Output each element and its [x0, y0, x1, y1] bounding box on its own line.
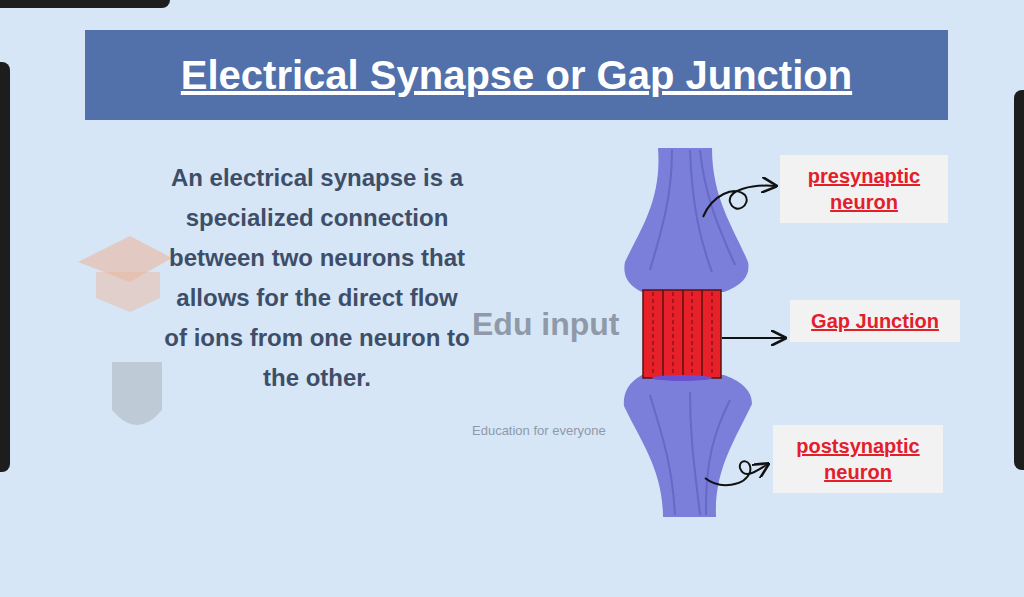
- watermark: Education for everyone: [472, 423, 620, 439]
- title-box: Electrical Synapse or Gap Junction: [85, 30, 948, 120]
- watermark-cap: [96, 272, 160, 312]
- leader-arrow: [703, 186, 776, 217]
- channel-pore: [653, 292, 712, 376]
- presynaptic-neuron-shape: [624, 148, 748, 292]
- watermark-box: Edu input: [472, 305, 632, 343]
- neuron-streak: [650, 150, 735, 272]
- frame-bar: [0, 0, 170, 8]
- label-box: presynaptic neuron: [780, 155, 948, 223]
- postsynaptic-neuron-shape: [624, 375, 752, 517]
- frame-bar: [0, 62, 10, 472]
- part-name: postsynaptic neuron: [783, 433, 933, 485]
- watermark-box: Education for everyone: [472, 423, 620, 439]
- leader-arrow: [722, 337, 785, 339]
- part-name: Gap Junction: [800, 308, 950, 334]
- gap-junction-channels: [643, 290, 721, 378]
- channel-divider: [663, 290, 702, 378]
- neuron-streak: [650, 392, 730, 515]
- part-name: presynaptic neuron: [790, 163, 938, 215]
- label-box: postsynaptic neuron: [773, 425, 943, 493]
- watermark: Edu input: [472, 305, 632, 343]
- junction-edge: [652, 375, 712, 381]
- description-text: An electrical synapse is a specialized c…: [162, 158, 472, 398]
- label-box: Gap Junction: [790, 300, 960, 342]
- leader-arrow: [705, 461, 768, 485]
- description-text-box: An electrical synapse is a specialized c…: [162, 158, 472, 398]
- frame-bar: [1014, 90, 1024, 470]
- title: Electrical Synapse or Gap Junction: [181, 53, 852, 98]
- watermark-shield: [112, 362, 162, 425]
